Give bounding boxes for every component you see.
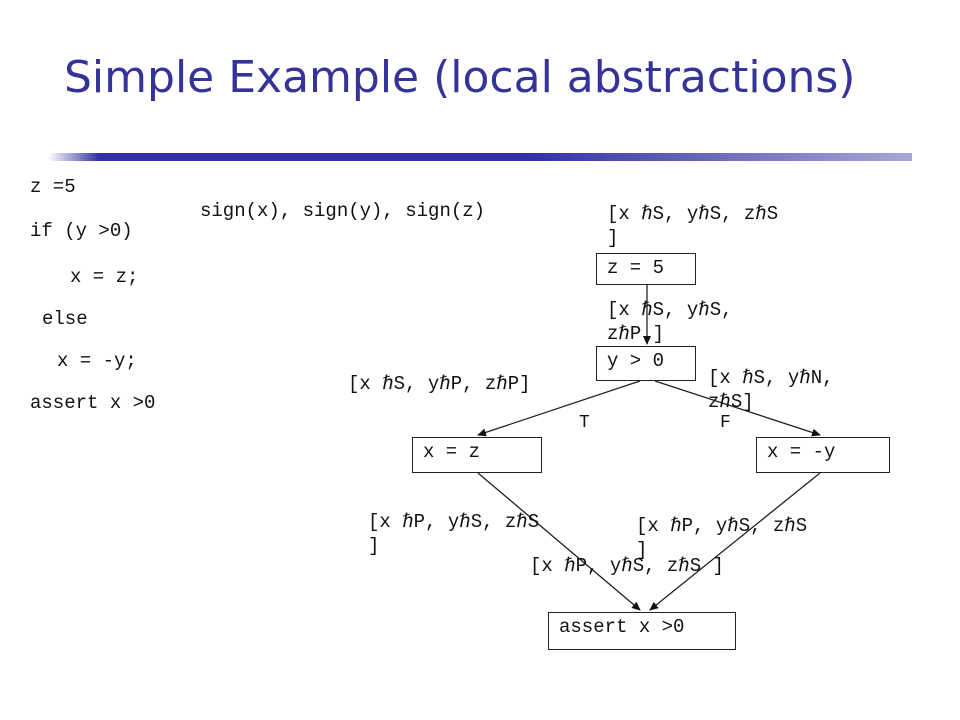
- node-else-branch: x = -y: [756, 437, 890, 473]
- edge-label-false: F: [720, 413, 731, 433]
- predicates-text: sign(x), sign(y), sign(z): [200, 200, 486, 222]
- code-line: assert x >0: [30, 392, 156, 414]
- node-assert: assert x >0: [548, 612, 736, 650]
- abstract-state-annotation: [x ℏP, yℏS, zℏS ]: [368, 511, 540, 557]
- node-then-branch: x = z: [412, 437, 542, 473]
- abstract-state-annotation: [x ℏS, yℏN, zℏS]: [708, 367, 834, 413]
- edge-else-to-assert: [649, 472, 821, 611]
- edge-label-true: T: [579, 413, 590, 433]
- abstract-state-annotation: [x ℏP, yℏS, zℏS ]: [636, 515, 808, 561]
- edge-cond-to-then: [477, 380, 641, 437]
- edge-cond-to-else: [654, 380, 821, 437]
- code-line: x = z;: [70, 266, 139, 288]
- title-underline-bar: [48, 153, 912, 161]
- abstract-state-annotation: [x ℏS, yℏP, zℏP]: [348, 373, 531, 395]
- node-condition: y > 0: [596, 346, 696, 381]
- abstract-state-annotation: [x ℏP, yℏS, zℏS ]: [530, 555, 724, 577]
- code-line: else: [42, 308, 88, 330]
- abstract-state-annotation: [x ℏS, yℏS, zℏS ]: [607, 203, 779, 249]
- slide-title: Simple Example (local abstractions): [64, 52, 856, 103]
- code-line: x = -y;: [57, 350, 137, 372]
- node-z-assign: z = 5: [596, 253, 696, 285]
- code-line: z =5: [30, 176, 76, 198]
- edge-then-to-assert: [477, 472, 641, 611]
- abstract-state-annotation: [x ℏS, yℏS, zℏP ]: [607, 299, 733, 345]
- code-line: if (y >0): [30, 220, 133, 242]
